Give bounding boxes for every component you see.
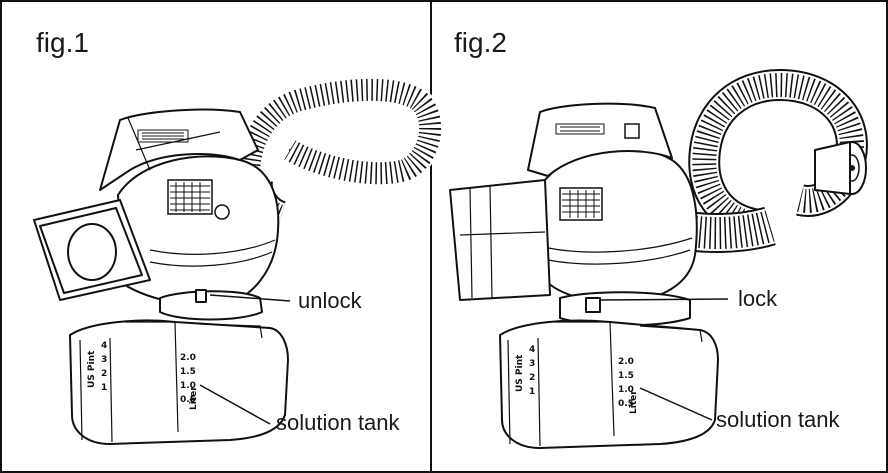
fig1-solution-tank: US Pint 4 3 2 1 Liter 2.0 1.5 1.0 0.5: [69, 319, 289, 445]
panel-fig2: fig.2: [449, 27, 868, 449]
fig2-tank-pint-2: 2: [529, 373, 535, 383]
fig1-tank-liter-1: 1.0: [180, 381, 196, 391]
fig1-tank-scale-unit-pint: US Pint: [87, 350, 97, 388]
panel-fig1: fig.1: [33, 27, 444, 445]
fig1-tank-leader: [199, 384, 271, 425]
fig2-vent-grille: [559, 187, 603, 221]
fig2-lock-leader: [599, 298, 729, 301]
fig1-lock-lever: [195, 289, 207, 303]
fig2-nozzle-head: [449, 179, 551, 301]
fig1-unlock-label: unlock: [298, 288, 363, 313]
fig2-lock-label: lock: [738, 286, 778, 311]
fig2-body: [544, 147, 698, 304]
fig1-body: [117, 155, 280, 307]
fig1-tank-liter-2: 2.0: [180, 353, 196, 363]
fig1-swivel: [159, 290, 263, 321]
fig2-nozzle-tip: [814, 141, 867, 195]
fig2-sprayer-drawing: US Pint 4 3 2 1 Liter 2.0 1.5 1.0 0.5: [449, 68, 868, 449]
fig1-tank-pint-4: 4: [101, 341, 107, 351]
fig2-tank-scale-unit-pint: US Pint: [515, 354, 525, 392]
fig2-tank-pint-1: 1: [529, 387, 535, 397]
fig1-tank-pint-1: 1: [101, 383, 107, 393]
fig1-tank-label: solution tank: [276, 410, 401, 435]
fig1-unlock-leader: [209, 294, 291, 302]
fig2-tank-liter-2: 2.0: [618, 357, 634, 367]
fig2-tank-pint-3: 3: [529, 359, 535, 369]
fig2-tank-scale-unit-liter: Liter: [629, 390, 639, 414]
fig2-tank-liter-05: 0.5: [618, 399, 634, 409]
fig1-tank-pint-3: 3: [101, 355, 107, 365]
fig2-handle: [527, 102, 673, 177]
fig1-tank-liter-05: 0.5: [180, 395, 196, 405]
fig1-tank-pint-2: 2: [101, 369, 107, 379]
fig2-lock-lever: [585, 297, 601, 313]
fig1-handle-grip: [137, 129, 189, 143]
fig2-solution-tank: US Pint 4 3 2 1 Liter 2.0 1.5 1.0 0.5: [499, 319, 719, 449]
fig2-label: fig.2: [454, 27, 507, 58]
fig2-tank-liter-15: 1.5: [618, 371, 634, 381]
fig2-tank-liter-1: 1.0: [618, 385, 634, 395]
fig2-tank-label: solution tank: [716, 407, 841, 432]
fig1-label: fig.1: [36, 27, 89, 58]
fig1-vent-grille: [167, 179, 230, 220]
fig2-tank-leader: [639, 387, 713, 421]
fig1-sprayer-drawing: US Pint 4 3 2 1 Liter 2.0 1.5 1.0 0.5: [33, 76, 444, 445]
fig1-tank-liter-15: 1.5: [180, 367, 196, 377]
fig1-tank-scale-unit-liter: Liter: [189, 386, 199, 410]
fig1-nozzle-opening: [67, 223, 117, 281]
fig2-tank-pint-4: 4: [529, 345, 535, 355]
fig2-power-switch: [624, 123, 640, 139]
